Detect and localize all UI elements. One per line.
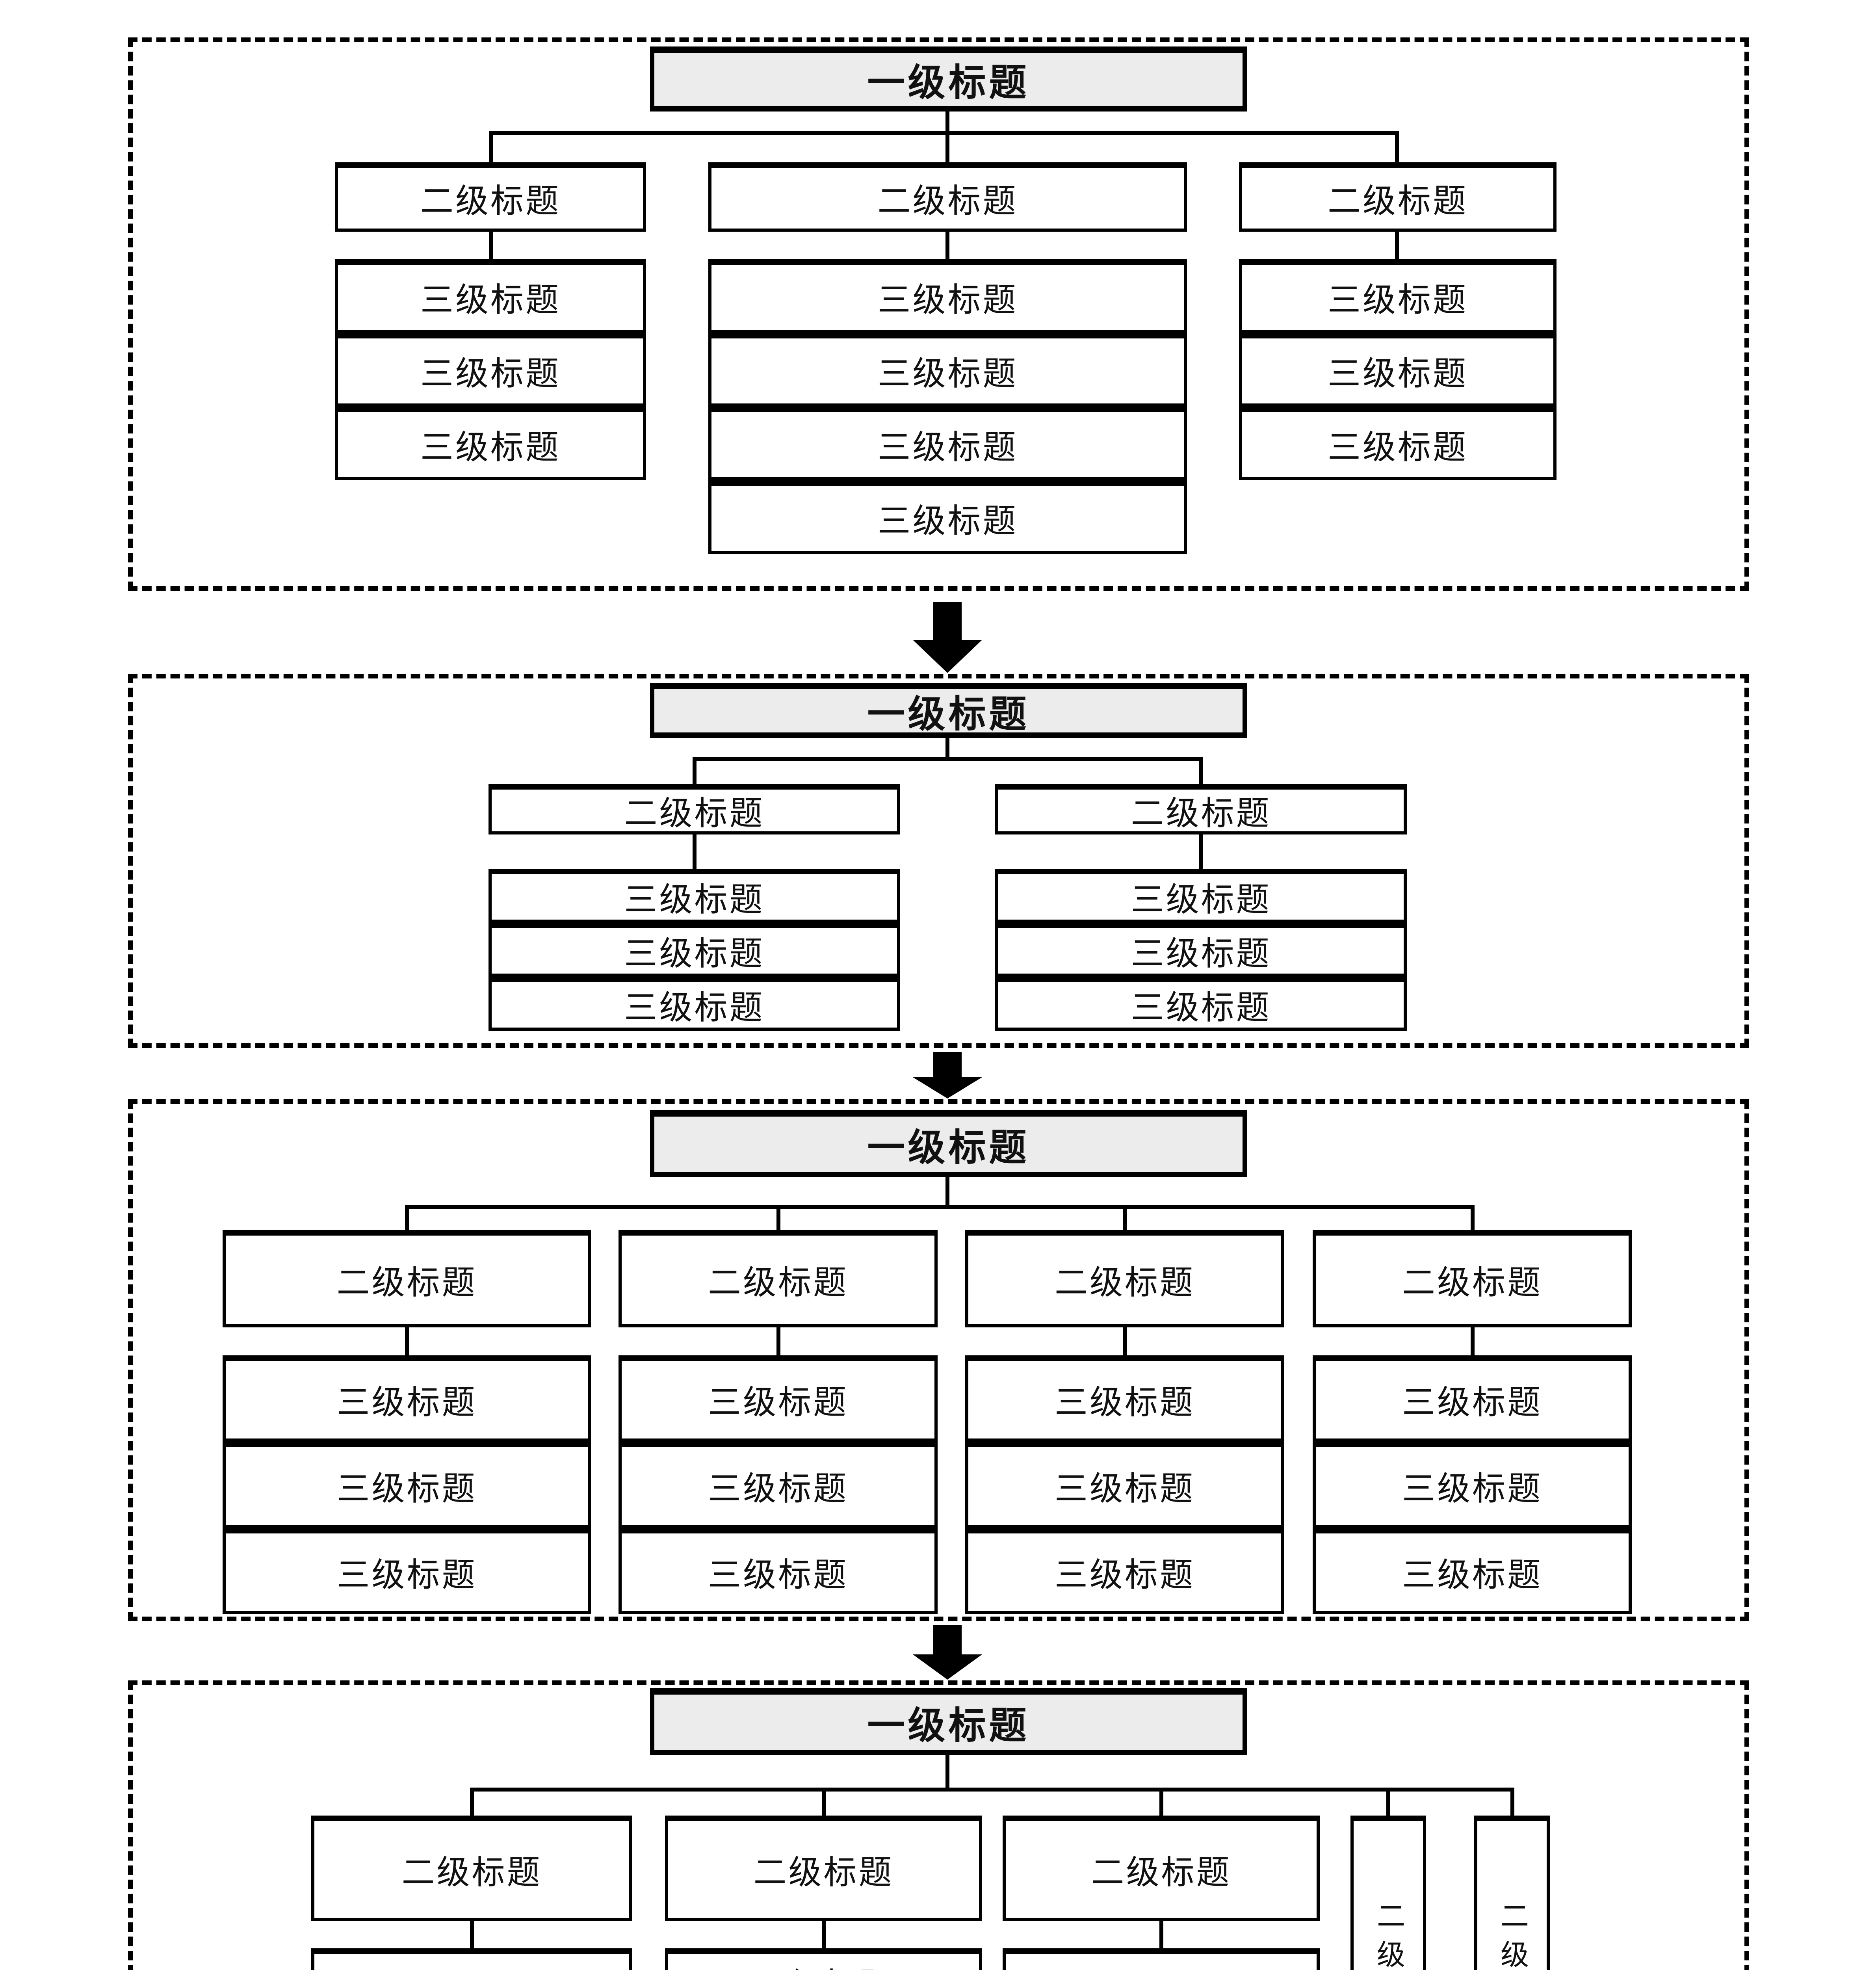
section-3-level3-box: 三级标题: [619, 1528, 938, 1614]
section-1-level3-box: 三级标题: [1239, 259, 1557, 333]
connector-line: [945, 1177, 949, 1209]
section-1-level3-box: 三级标题: [1239, 407, 1557, 480]
connector-line: [945, 232, 949, 259]
section-3-level3-box: 三级标题: [1313, 1442, 1632, 1528]
connector-line: [693, 757, 1203, 761]
connector-line: [1510, 1792, 1514, 1816]
section-2-level2-box: 二级标题: [995, 784, 1407, 834]
connector-line: [1159, 1792, 1163, 1816]
section-2-level3-box: 三级标题: [489, 923, 900, 977]
connector-line: [822, 1921, 826, 1948]
down-arrow-stem: [933, 602, 962, 640]
connector-line: [489, 232, 493, 259]
section-3-level3-box: 三级标题: [223, 1355, 591, 1442]
connector-line: [470, 1788, 1514, 1792]
connector-line: [405, 1205, 1475, 1209]
section-3-level3-box: 三级标题: [619, 1355, 938, 1442]
section-4-level2-box: 二级标题: [665, 1816, 982, 1921]
connector-line: [405, 1209, 409, 1230]
connector-line: [1471, 1209, 1475, 1230]
down-arrow-head: [913, 1077, 982, 1098]
section-1-level2-box: 二级标题: [335, 162, 646, 232]
connector-line: [693, 761, 697, 784]
connector-line: [945, 738, 949, 761]
section-1-level3-box: 三级标题: [335, 407, 646, 480]
connector-line: [1395, 135, 1399, 162]
connector-line: [405, 1327, 409, 1355]
down-arrow-head: [913, 640, 982, 673]
section-3-frame: [128, 1099, 1749, 1621]
section-4-level2-box: 二级标题: [1003, 1816, 1320, 1921]
section-4-frame: [128, 1680, 1749, 1970]
section-2-level2-box: 二级标题: [489, 784, 900, 834]
section-3-level3-box: 三级标题: [965, 1355, 1284, 1442]
connector-line: [1395, 232, 1399, 259]
connector-line: [1386, 1792, 1390, 1816]
down-arrow-stem: [933, 1052, 962, 1077]
section-1-level2-box: 二级标题: [708, 162, 1187, 232]
connector-line: [470, 1921, 474, 1948]
connector-line: [1199, 834, 1203, 869]
connector-line: [1199, 761, 1203, 784]
section-3-level3-box: 三级标题: [965, 1442, 1284, 1528]
section-2-level3-box: 三级标题: [995, 977, 1407, 1031]
section-3-level3-box: 三级标题: [1313, 1355, 1632, 1442]
section-4-level1-box: 一级标题: [650, 1688, 1247, 1755]
connector-line: [1159, 1921, 1163, 1948]
connector-line: [693, 834, 697, 869]
section-2-level3-box: 三级标题: [995, 923, 1407, 977]
section-1-level3-box: 三级标题: [335, 333, 646, 407]
section-1-level3-box: 三级标题: [708, 407, 1187, 480]
section-4-level2-box: 二级标题: [311, 1816, 632, 1921]
section-3-level1-box: 一级标题: [650, 1110, 1247, 1177]
connector-line: [822, 1792, 826, 1816]
connector-line: [1471, 1327, 1475, 1355]
down-arrow-head: [913, 1654, 982, 1680]
connector-line: [945, 1755, 949, 1792]
down-arrow-stem: [933, 1625, 962, 1654]
section-2-level3-box: 三级标题: [489, 977, 900, 1031]
section-1-level3-box: 三级标题: [335, 259, 646, 333]
section-4-level3-box: 三级标题: [665, 1948, 982, 1970]
connector-line: [489, 135, 493, 162]
section-2-level1-box: 一级标题: [650, 683, 1247, 738]
section-2-frame: [128, 674, 1749, 1048]
section-4-level3-box: 三级标题: [311, 1948, 632, 1970]
connector-line: [945, 135, 949, 162]
connector-line: [470, 1792, 474, 1816]
section-3-level2-box: 二级标题: [1313, 1230, 1632, 1327]
section-3-level2-box: 二级标题: [223, 1230, 591, 1327]
section-3-level2-box: 二级标题: [619, 1230, 938, 1327]
section-2-level3-box: 三级标题: [995, 869, 1407, 923]
connector-line: [1123, 1327, 1127, 1355]
section-1-level1-box: 一级标题: [650, 46, 1247, 112]
connector-line: [1123, 1209, 1127, 1230]
section-3-level2-box: 二级标题: [965, 1230, 1284, 1327]
connector-line: [776, 1327, 780, 1355]
section-1-level3-box: 三级标题: [708, 259, 1187, 333]
section-3-level3-box: 三级标题: [223, 1442, 591, 1528]
section-3-level3-box: 三级标题: [223, 1528, 591, 1614]
section-2-level3-box: 三级标题: [489, 869, 900, 923]
section-4-level2-vertical-box: 二级标题: [1474, 1816, 1550, 1970]
section-4-level2-vertical-box: 二级标题: [1350, 1816, 1426, 1970]
section-1-level3-box: 三级标题: [708, 480, 1187, 554]
section-3-level3-box: 三级标题: [1313, 1528, 1632, 1614]
section-1-level2-box: 二级标题: [1239, 162, 1557, 232]
section-3-level3-box: 三级标题: [619, 1442, 938, 1528]
section-1-frame: [128, 37, 1749, 591]
connector-line: [489, 131, 1399, 135]
section-1-level3-box: 三级标题: [708, 333, 1187, 407]
section-3-level3-box: 三级标题: [965, 1528, 1284, 1614]
connector-line: [945, 112, 949, 135]
connector-line: [776, 1209, 780, 1230]
section-1-level3-box: 三级标题: [1239, 333, 1557, 407]
section-4-level3-box: 三级标题: [1003, 1948, 1320, 1970]
